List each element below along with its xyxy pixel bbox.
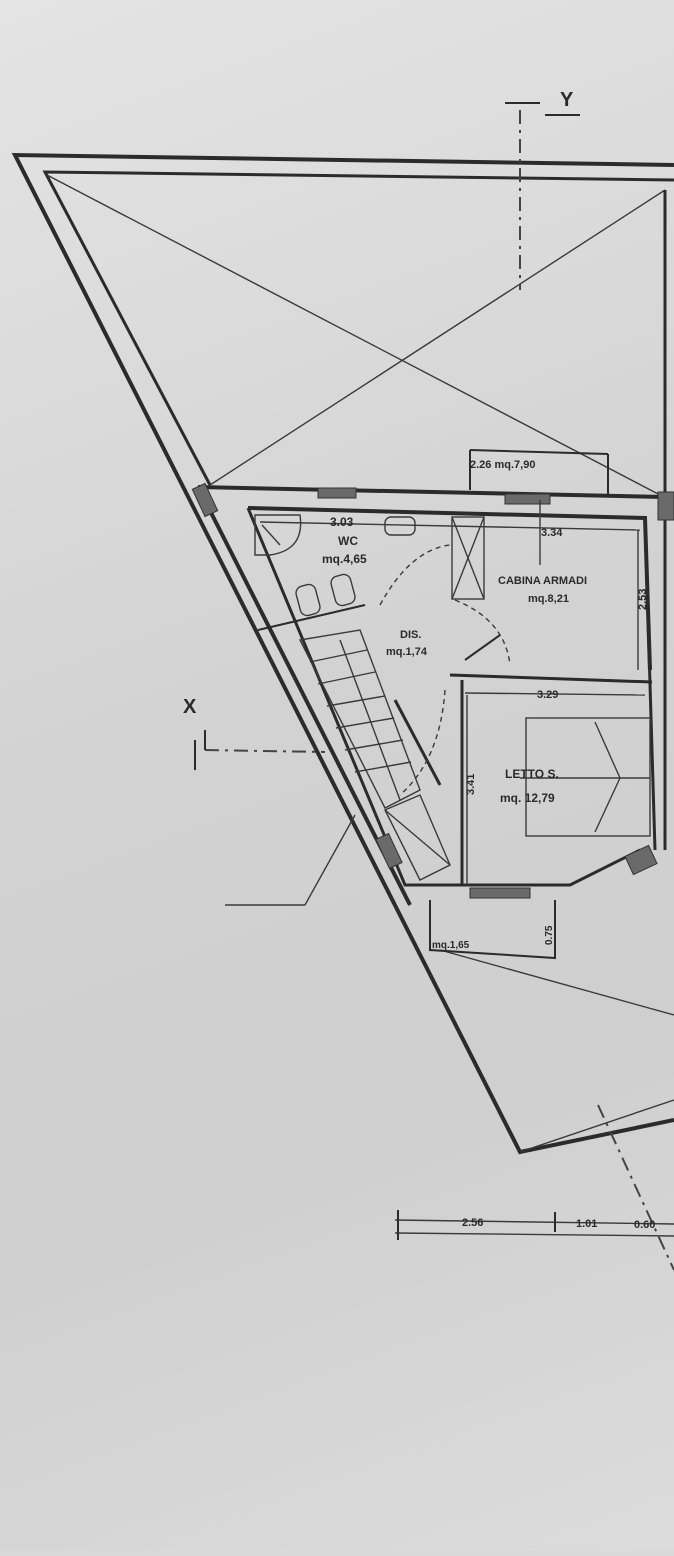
room-labels: 2.26 mq.7,90 3.03 WC mq.4,65 3.34 CABINA… <box>225 459 649 951</box>
roof-outline <box>11 152 674 1155</box>
balcony-bottom-depth: 0.75 <box>544 925 555 945</box>
fixtures <box>254 514 651 837</box>
letto-depth: 3.41 <box>465 774 477 795</box>
section-label-y: Y <box>560 89 574 111</box>
section-marker-y: Y <box>505 89 580 290</box>
wc-name: WC <box>338 534 358 548</box>
dimension-lines <box>259 500 674 1271</box>
cabina-depth: 2.53 <box>637 589 649 610</box>
section-label-x: X <box>183 696 197 718</box>
dimension-2: 1.01 <box>576 1218 597 1230</box>
wc-width: 3.03 <box>330 515 354 529</box>
letto-name: LETTO S. <box>505 767 559 781</box>
walls <box>191 449 674 960</box>
dimension-3: 0.60 <box>634 1219 655 1231</box>
cabina-name: CABINA ARMADI <box>498 575 587 587</box>
balcony-bottom-area: mq.1,65 <box>432 940 470 951</box>
letto-width: 3.29 <box>537 689 558 701</box>
cabina-width: 3.34 <box>541 527 563 539</box>
letto-area: mq. 12,79 <box>500 791 555 805</box>
bottom-dimensions: 2.56 1.01 0.60 <box>462 1217 655 1231</box>
dimension-1: 2.56 <box>462 1217 483 1229</box>
wc-area: mq.4,65 <box>322 552 367 566</box>
balcony-top-label: 2.26 mq.7,90 <box>470 459 535 471</box>
dis-area: mq.1,74 <box>386 646 428 658</box>
dis-name: DIS. <box>400 629 421 641</box>
cabina-area: mq.8,21 <box>528 593 569 605</box>
section-marker-x: X <box>183 696 326 770</box>
staircase <box>298 629 451 881</box>
